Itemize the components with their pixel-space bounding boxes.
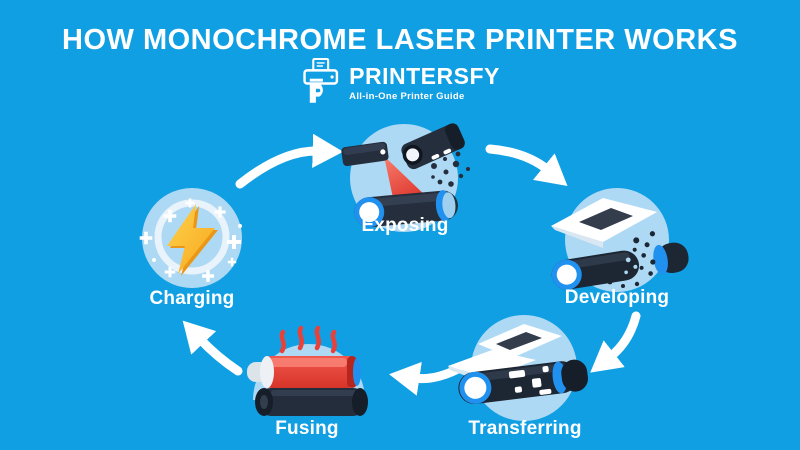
developing-toner-roller-icon [545,188,695,304]
stage-developing [545,182,695,305]
developing-label: Developing [564,287,670,308]
stage-transferring [448,310,598,433]
brand-tagline: All-in-One Printer Guide [349,91,465,102]
brand-name: PRINTERSFY [349,63,500,89]
fusing-label: Fusing [275,418,339,439]
arrow-fusing-to-charging [182,320,243,376]
stage-exposing [330,114,480,241]
stage-fusing [237,312,387,435]
exposing-label: Exposing [361,215,449,236]
exposing-laser-drum-icon [330,123,480,240]
stage-charging [134,186,250,295]
arrow-exposing-to-developing [485,144,568,186]
printer-logo-icon [300,57,342,108]
fusing-heated-rollers-icon [237,325,387,434]
transferring-roller-icon [448,315,598,432]
transferring-label: Transferring [468,418,582,439]
charging-label: Charging [149,288,235,309]
arrow-charging-to-exposing [235,133,344,189]
brand-logo: PRINTERSFY All-in-One Printer Guide [300,57,500,108]
arrow-developing-to-transferring [590,311,641,373]
page-title: HOW MONOCHROME LASER PRINTER WORKS [62,24,738,56]
charging-corona-icon [134,188,250,294]
